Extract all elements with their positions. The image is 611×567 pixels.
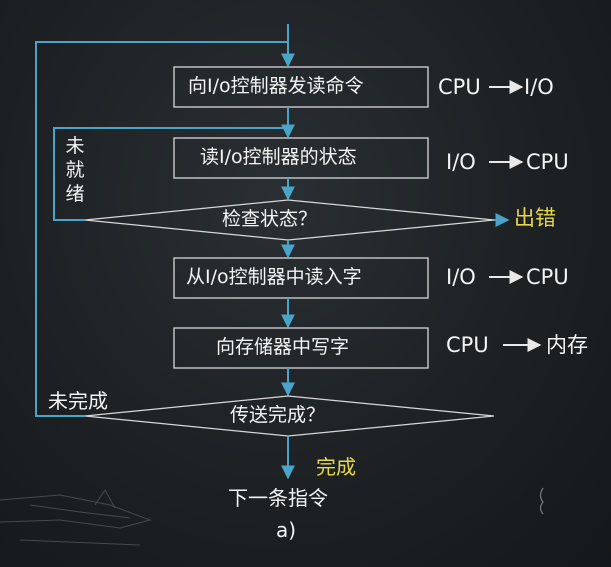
step-label-3: 从I/o控制器中读入字: [186, 266, 362, 288]
note-1-to: I/O: [524, 75, 554, 99]
note-2-from: I/O: [446, 150, 476, 174]
note-3-to: CPU: [526, 265, 569, 289]
step-box-2: [173, 137, 429, 179]
decision-transfer-done-shape: [84, 395, 495, 437]
step-box-1: [173, 66, 429, 108]
decorative-sketch: [0, 489, 152, 546]
note-2-to: CPU: [526, 150, 569, 174]
note-4-to: 内存: [546, 333, 588, 357]
note-3-from: I/O: [446, 265, 476, 289]
next-instruction: 下一条指令: [228, 486, 328, 510]
decision-check-status: 检查状态？: [222, 208, 318, 230]
branch-done: 完成: [316, 455, 356, 479]
loop-not-ready: [53, 127, 288, 221]
note-4-from: CPU: [446, 333, 489, 357]
decision-transfer-done: 传送完成？: [230, 404, 326, 426]
step-box-4: [173, 327, 429, 369]
branch-not-done: 未完成: [48, 389, 108, 413]
step-label-1: 向I/o控制器发读命令: [188, 75, 364, 97]
step-label-4: 向存储器中写字: [216, 336, 350, 358]
loop-not-done: [35, 41, 288, 417]
branch-not-ready: 未就绪: [65, 135, 85, 205]
branch-error: 出错: [514, 206, 556, 230]
caption: a): [276, 518, 297, 542]
decorative-brace: [539, 487, 544, 515]
step-box-3: [173, 257, 429, 299]
step-label-2: 读I/o控制器的状态: [200, 146, 357, 168]
note-1-from: CPU: [438, 75, 481, 99]
